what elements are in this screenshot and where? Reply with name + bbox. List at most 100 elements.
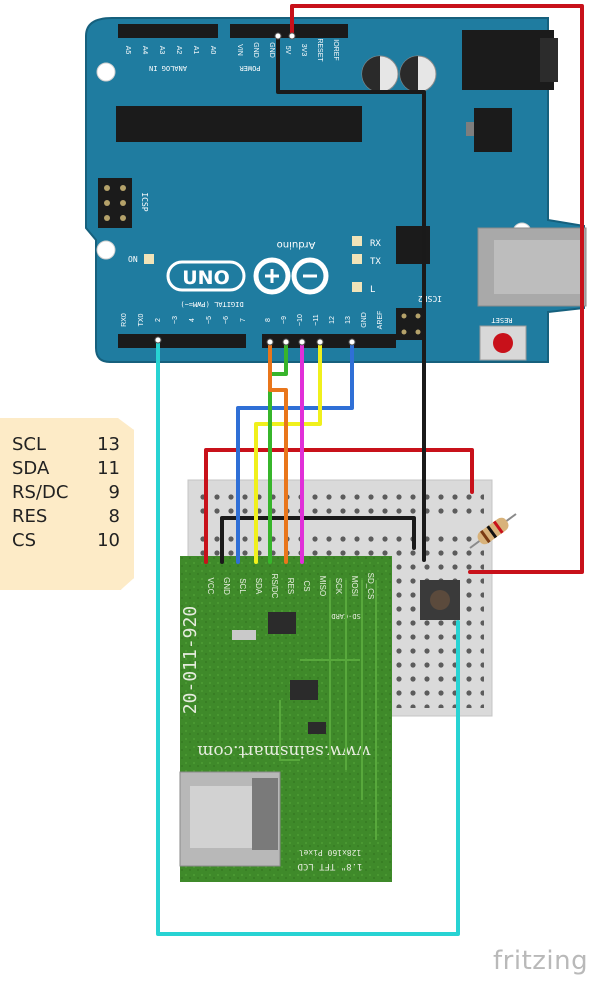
wire-5v-red xyxy=(290,4,584,574)
digital-pin-label: RX0 xyxy=(121,313,128,327)
digital-pin-label: 8 xyxy=(265,318,272,322)
mount-hole xyxy=(96,62,116,82)
digital-pin-label: ~5 xyxy=(206,316,213,324)
note-signal: RS/DC xyxy=(12,482,69,503)
lcd-component xyxy=(308,722,326,734)
power-pin-label: 3V3 xyxy=(300,44,307,57)
note-signal: SCL xyxy=(12,434,47,455)
note-signal: CS xyxy=(12,530,36,551)
arduino-pcb xyxy=(85,17,585,363)
reset-button[interactable] xyxy=(479,325,527,361)
lcd-pin-label: SCK xyxy=(334,578,343,595)
l-led xyxy=(352,282,362,292)
analog-pin-labels: A5 A4 A3 A2 A1 A0 xyxy=(124,46,216,55)
analog-header xyxy=(118,24,218,38)
dc-power-jack xyxy=(462,30,558,90)
note-pin: 10 xyxy=(97,530,120,551)
lcd-website: www.sainsmart.com xyxy=(197,741,371,761)
digital-pin-label: ~3 xyxy=(172,316,179,324)
lcd-pin-label: GND xyxy=(222,577,231,595)
usb-connector xyxy=(477,227,587,307)
wire-gnd-black-bb xyxy=(220,516,416,564)
lcd-pin-label: SCL xyxy=(238,578,247,594)
tx-led xyxy=(352,254,362,264)
lcd-traces xyxy=(279,580,377,840)
rx-label: RX xyxy=(370,239,381,249)
note-row: CS 10 xyxy=(12,530,120,554)
note-pin: 13 xyxy=(97,434,120,455)
digital-header-label: DIGITAL (PWM=~) xyxy=(180,300,243,308)
note-row: RS/DC 9 xyxy=(12,482,120,506)
reset-label: RESET xyxy=(491,316,513,324)
voltage-regulator xyxy=(466,108,512,152)
power-pin-label: 5V xyxy=(284,46,291,55)
analog-header-label: ANALOG IN xyxy=(149,64,187,72)
digital-header-low xyxy=(118,334,246,348)
analog-pin-label: A5 xyxy=(124,46,131,55)
wire-endpoints xyxy=(154,32,356,346)
lcd-pin-label: CS xyxy=(302,580,311,591)
lcd-pin-label: SD_CS xyxy=(366,573,375,600)
pin-mapping-note: SCL 13 SDA 11 RS/DC 9 RES 8 CS 10 xyxy=(0,418,134,590)
wires xyxy=(154,4,584,936)
wire-pin13-blue xyxy=(236,340,354,564)
note-signal: RES xyxy=(12,506,48,527)
digital-pin-label: ~6 xyxy=(223,316,230,324)
tx-label: TX xyxy=(370,257,381,267)
wire-gnd-black xyxy=(276,34,426,562)
mount-hole xyxy=(96,240,116,260)
digital-header-high xyxy=(262,334,396,348)
digital-pin-label: 4 xyxy=(189,318,196,322)
digital-pin-label: 2 xyxy=(155,318,162,322)
lcd-component xyxy=(290,680,318,700)
icsp2-header xyxy=(396,308,426,340)
lcd-pin-label: VCC xyxy=(206,578,215,595)
note-row: RES 8 xyxy=(12,506,120,530)
lcd-pin-label: SDA xyxy=(254,578,263,595)
lcd-pin-label: RES xyxy=(286,578,295,594)
analog-pin-label: A0 xyxy=(209,46,216,55)
breadboard-rail-top xyxy=(196,488,484,516)
digital-pin-label: GND xyxy=(361,312,368,328)
wire-pin8-orange xyxy=(268,340,288,564)
lcd-model-text: 1.8" TFT LCD xyxy=(297,861,362,871)
icsp2-label: ICSP2 xyxy=(418,294,442,303)
digital-pin-label: ~10 xyxy=(297,314,304,326)
lcd-resolution-text: 128x160 Pixel xyxy=(299,848,362,857)
lcd-component xyxy=(268,612,296,634)
icsp-label: ICSP xyxy=(140,192,149,211)
analog-pin-label: A3 xyxy=(158,46,165,55)
l-label: L xyxy=(370,285,375,295)
analog-pin-label: A1 xyxy=(192,46,199,55)
fritzing-watermark: fritzing xyxy=(493,946,589,976)
atmega-chip xyxy=(116,106,362,142)
wire-pin9-green xyxy=(268,340,288,564)
sd-card-slot xyxy=(179,771,281,867)
lcd-pin-label: MOSI xyxy=(350,576,359,596)
infinity-logo-icon xyxy=(253,257,329,295)
push-button[interactable] xyxy=(420,580,460,620)
power-header-label: POWER xyxy=(239,64,261,72)
power-pin-label: RESET xyxy=(316,38,323,62)
wire-5v-red-bb xyxy=(204,448,474,564)
on-led xyxy=(144,254,154,264)
on-led-label: ON xyxy=(128,255,138,264)
lcd-part-number: 20-011-920 xyxy=(180,606,201,714)
note-row: SCL 13 xyxy=(12,434,120,458)
analog-pin-label: A4 xyxy=(141,46,148,55)
uno-label: UNO xyxy=(182,267,229,289)
capacitor xyxy=(361,55,399,93)
analog-pin-label: A2 xyxy=(175,46,182,55)
capacitor xyxy=(399,55,437,93)
power-pin-label: IOREF xyxy=(332,39,339,60)
note-pin: 8 xyxy=(108,506,120,527)
resistor xyxy=(469,513,517,549)
power-pin-label: GND xyxy=(252,42,259,58)
note-signal: SDA xyxy=(12,458,50,479)
